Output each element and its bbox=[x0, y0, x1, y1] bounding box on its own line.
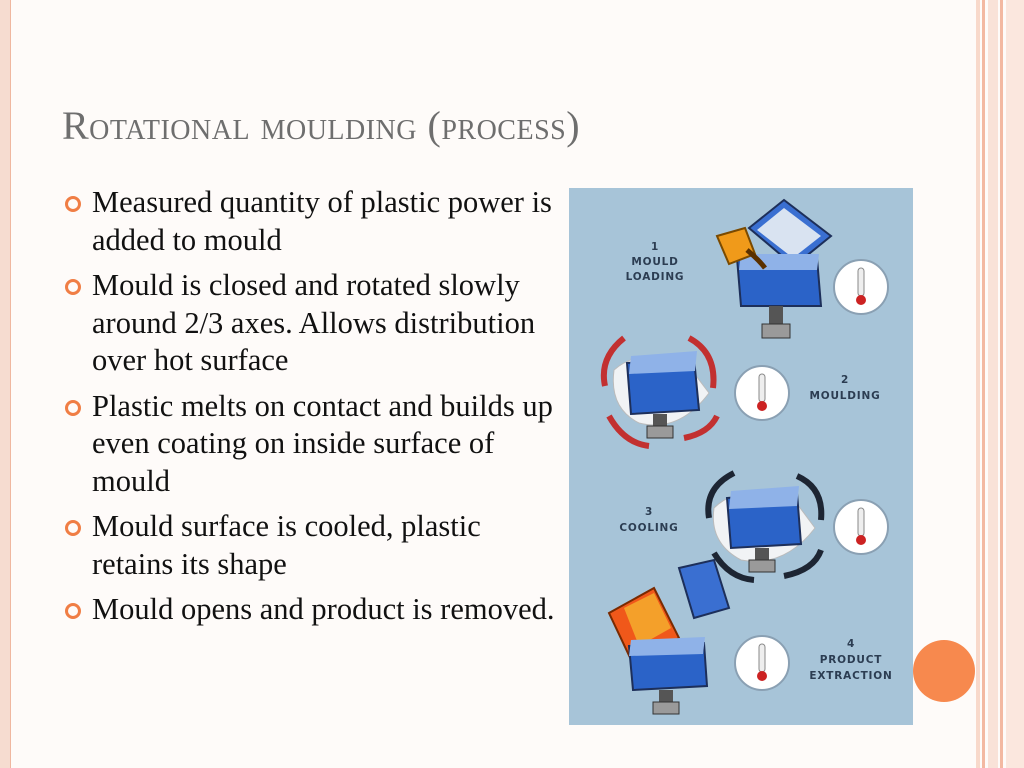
bullet-list: Measured quantity of plastic power is ad… bbox=[62, 184, 562, 637]
bullet-circle-icon bbox=[65, 279, 81, 295]
right-border-stripes bbox=[976, 0, 1024, 768]
stage-4-line1: PRODUCT bbox=[820, 654, 882, 666]
stage-1-line1: MOULD bbox=[631, 256, 678, 268]
bullet-text: Mould opens and product is removed. bbox=[92, 592, 555, 626]
bullet-circle-icon bbox=[65, 196, 81, 212]
bullet-item: Plastic melts on contact and builds up e… bbox=[62, 388, 562, 501]
bullet-item: Measured quantity of plastic power is ad… bbox=[62, 184, 562, 259]
stage-2-line1: MOULDING bbox=[809, 390, 880, 402]
stage-2-number: 2 bbox=[841, 374, 849, 386]
stage-4-illustration bbox=[607, 558, 790, 715]
stage-1-number: 1 bbox=[651, 241, 659, 253]
bullet-text: Mould is closed and rotated slowly aroun… bbox=[92, 268, 536, 377]
rotational-moulding-diagram: 1 MOULD LOADING 2 MOULDING 3 COOLING bbox=[569, 188, 913, 725]
stage-3-line1: COOLING bbox=[619, 522, 678, 534]
slide-title: Rotational moulding (process) bbox=[62, 103, 581, 148]
left-border-line bbox=[10, 0, 11, 768]
bullet-text: Measured quantity of plastic power is ad… bbox=[92, 185, 552, 257]
left-border-strip bbox=[0, 0, 10, 768]
bullet-circle-icon bbox=[65, 399, 81, 416]
stage-4-line2: EXTRACTION bbox=[809, 670, 892, 682]
bullet-item: Mould is closed and rotated slowly aroun… bbox=[62, 267, 562, 380]
stage-1-illustration bbox=[715, 198, 889, 339]
bullet-item: Mould opens and product is removed. bbox=[62, 591, 562, 629]
stage-3-illustration bbox=[705, 470, 889, 583]
bullet-circle-icon bbox=[65, 520, 81, 536]
bullet-circle-icon bbox=[65, 603, 81, 619]
decorative-orange-circle bbox=[913, 640, 975, 702]
bullet-item: Mould surface is cooled, plastic retains… bbox=[62, 508, 562, 583]
stage-4-number: 4 bbox=[847, 638, 855, 650]
bullet-text: Mould surface is cooled, plastic retains… bbox=[92, 509, 481, 581]
stage-1-line2: LOADING bbox=[626, 271, 685, 283]
bullet-text: Plastic melts on contact and builds up e… bbox=[92, 388, 553, 498]
stage-2-illustration bbox=[600, 335, 790, 449]
stage-3-number: 3 bbox=[645, 506, 653, 518]
